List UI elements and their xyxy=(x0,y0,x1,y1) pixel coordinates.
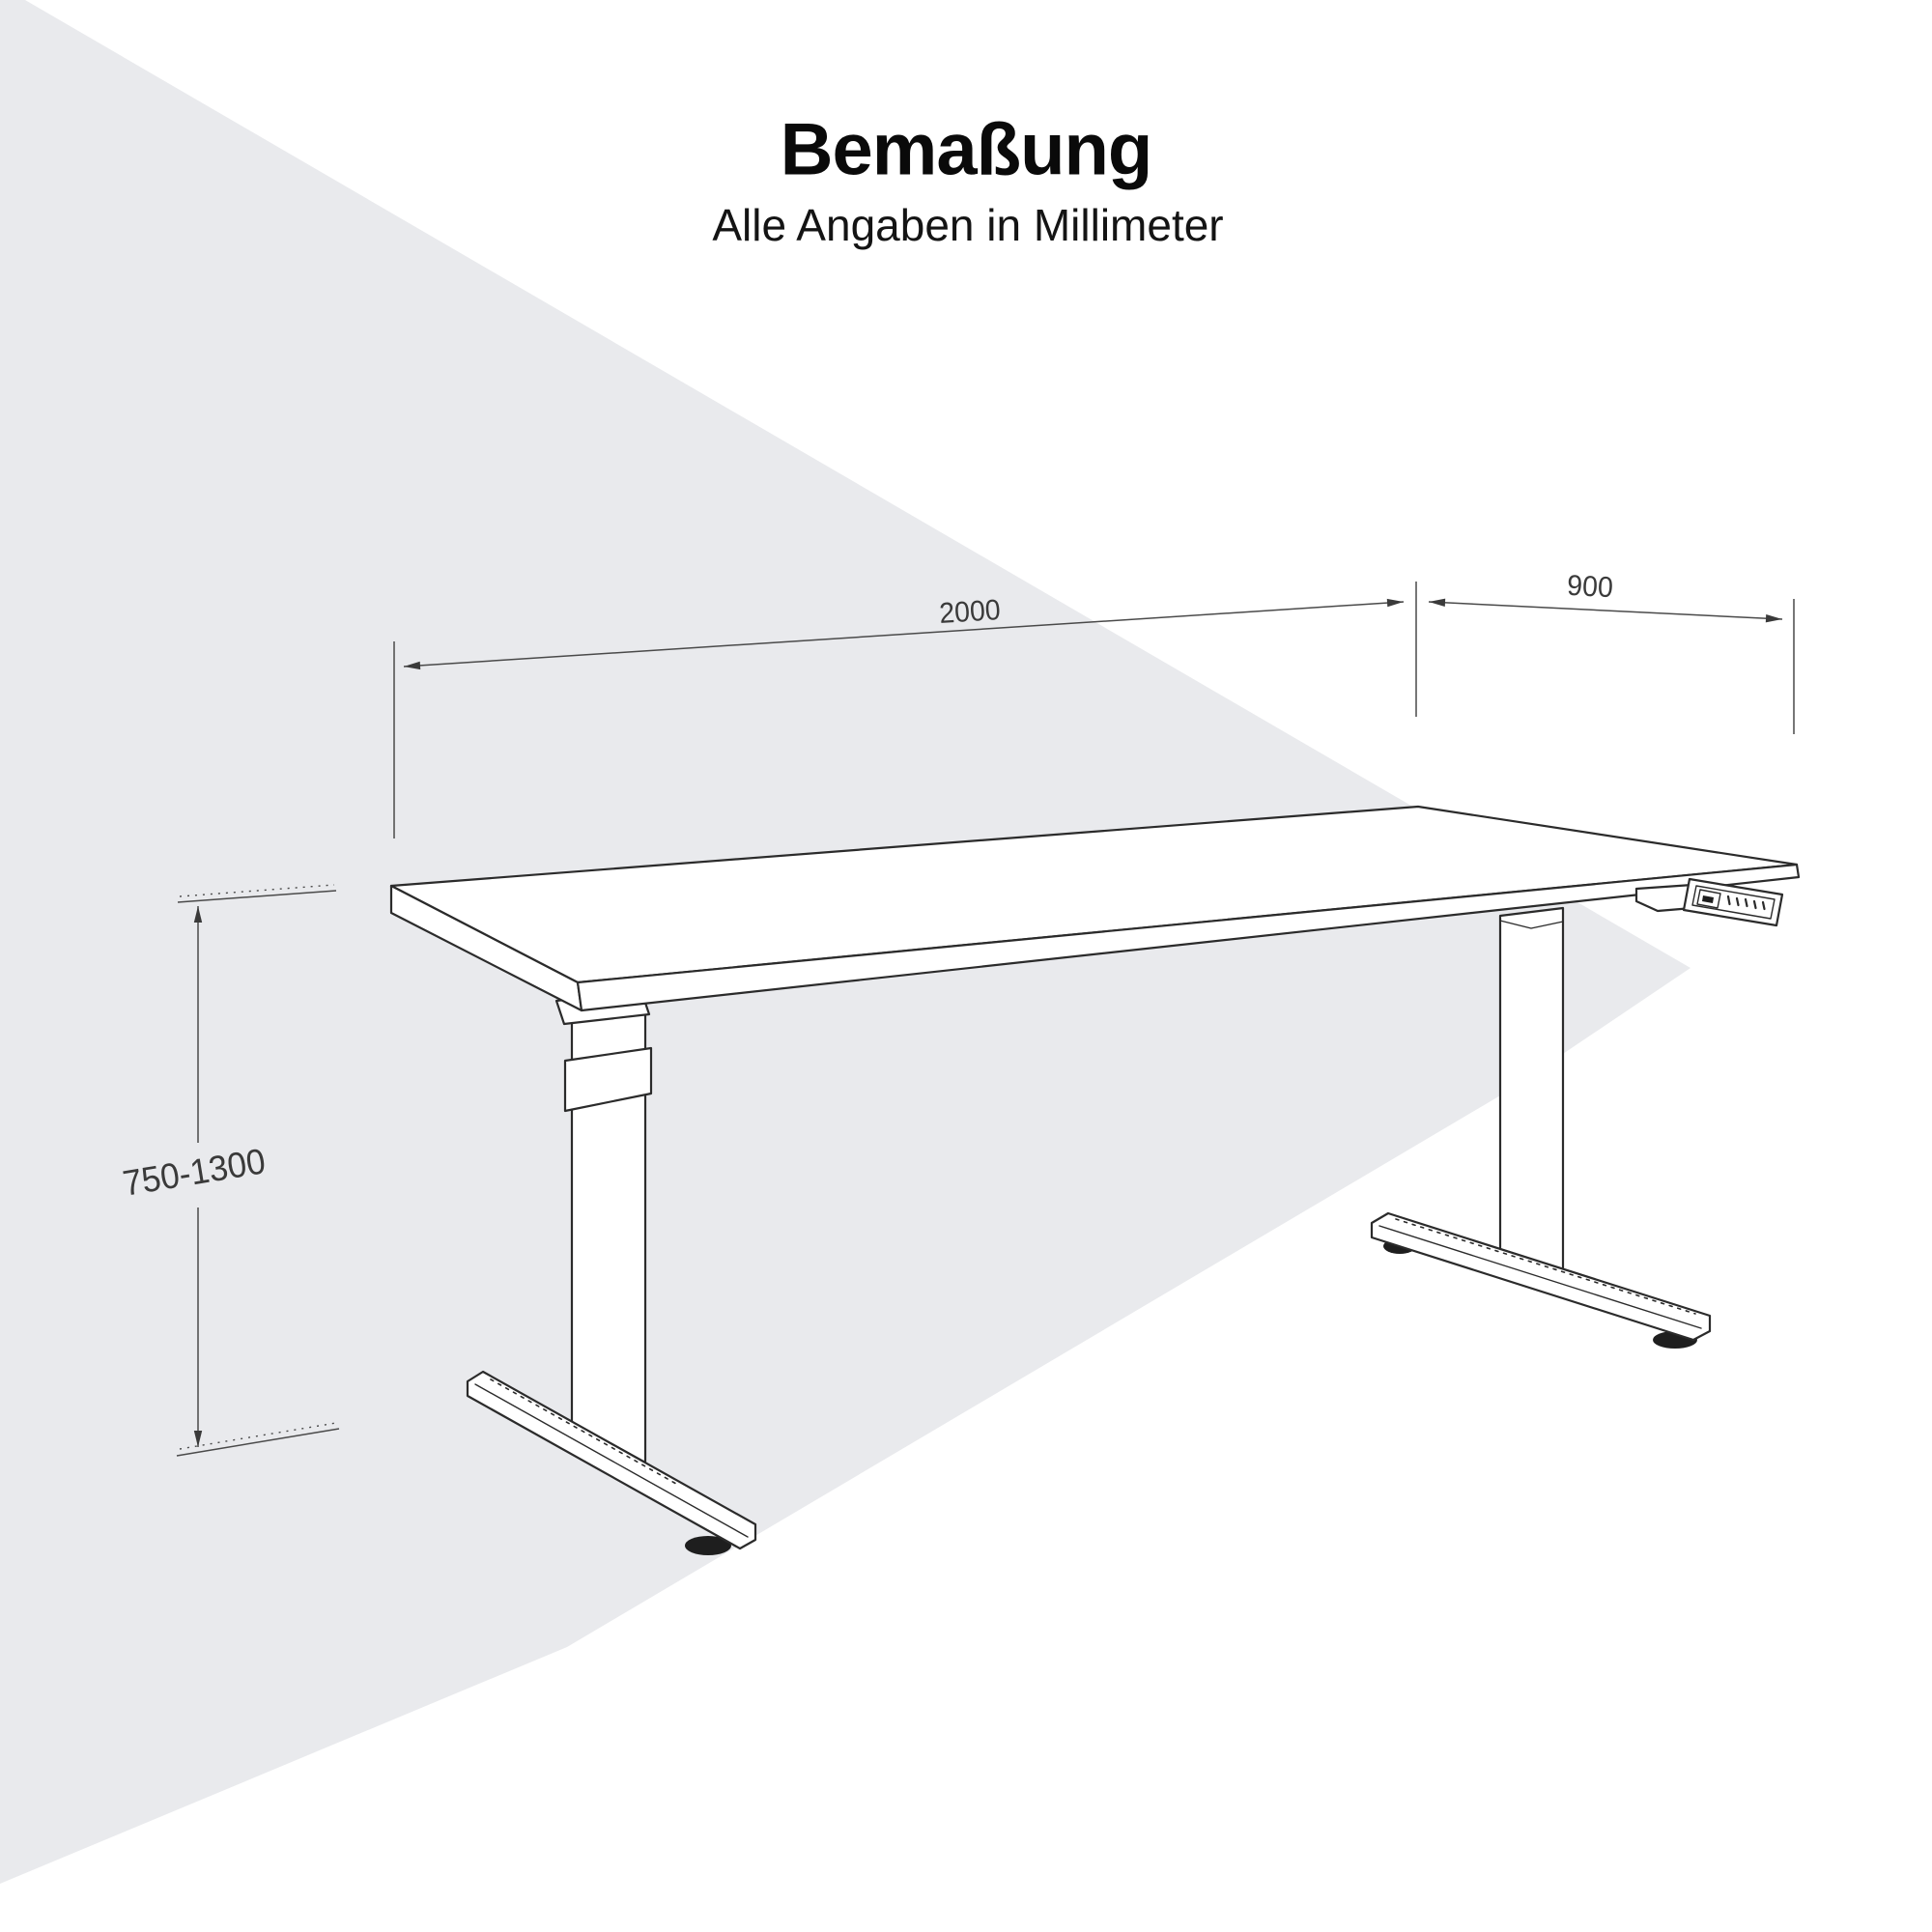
panel-buttons xyxy=(1726,895,1766,911)
desk-drawing xyxy=(389,805,1801,1555)
ground-reference-line xyxy=(176,1428,340,1457)
height-reference-ticks-top xyxy=(179,884,335,897)
tabletop-front-edge xyxy=(576,863,1801,1012)
left-foot-hatching xyxy=(490,1378,677,1485)
height-reference-line-top xyxy=(177,890,337,903)
page-title: Bemaßung xyxy=(780,108,1153,191)
desk-right-foot xyxy=(1370,1211,1712,1349)
depth-dimension-label: 900 xyxy=(1566,569,1614,605)
height-control-panel xyxy=(1634,877,1784,927)
desk-tabletop xyxy=(389,805,1801,1012)
right-leg-chamfer xyxy=(1499,920,1564,929)
glide xyxy=(685,1536,731,1555)
width-dimension-line xyxy=(403,598,1405,670)
width-dimension-label: 2000 xyxy=(938,593,1002,631)
ground-reference-ticks xyxy=(179,1422,337,1450)
panel-display xyxy=(1696,889,1721,909)
left-foot-top-edge xyxy=(474,1383,749,1538)
page-subtitle: Alle Angaben in Millimeter xyxy=(712,200,1224,250)
right-foot-hatching xyxy=(1395,1218,1696,1315)
depth-dimension-line xyxy=(1428,598,1783,623)
desk-right-leg xyxy=(1498,906,1565,1271)
panel-bracket xyxy=(1634,883,1694,913)
panel-display-digits xyxy=(1702,895,1714,903)
desk-left-foot xyxy=(466,1370,757,1555)
dimension-annotations xyxy=(176,582,1795,1457)
left-leg-collar xyxy=(563,1046,653,1113)
right-leg-column xyxy=(1498,906,1565,1271)
right-foot-top-edge xyxy=(1378,1225,1702,1329)
panel-face xyxy=(1691,885,1776,920)
